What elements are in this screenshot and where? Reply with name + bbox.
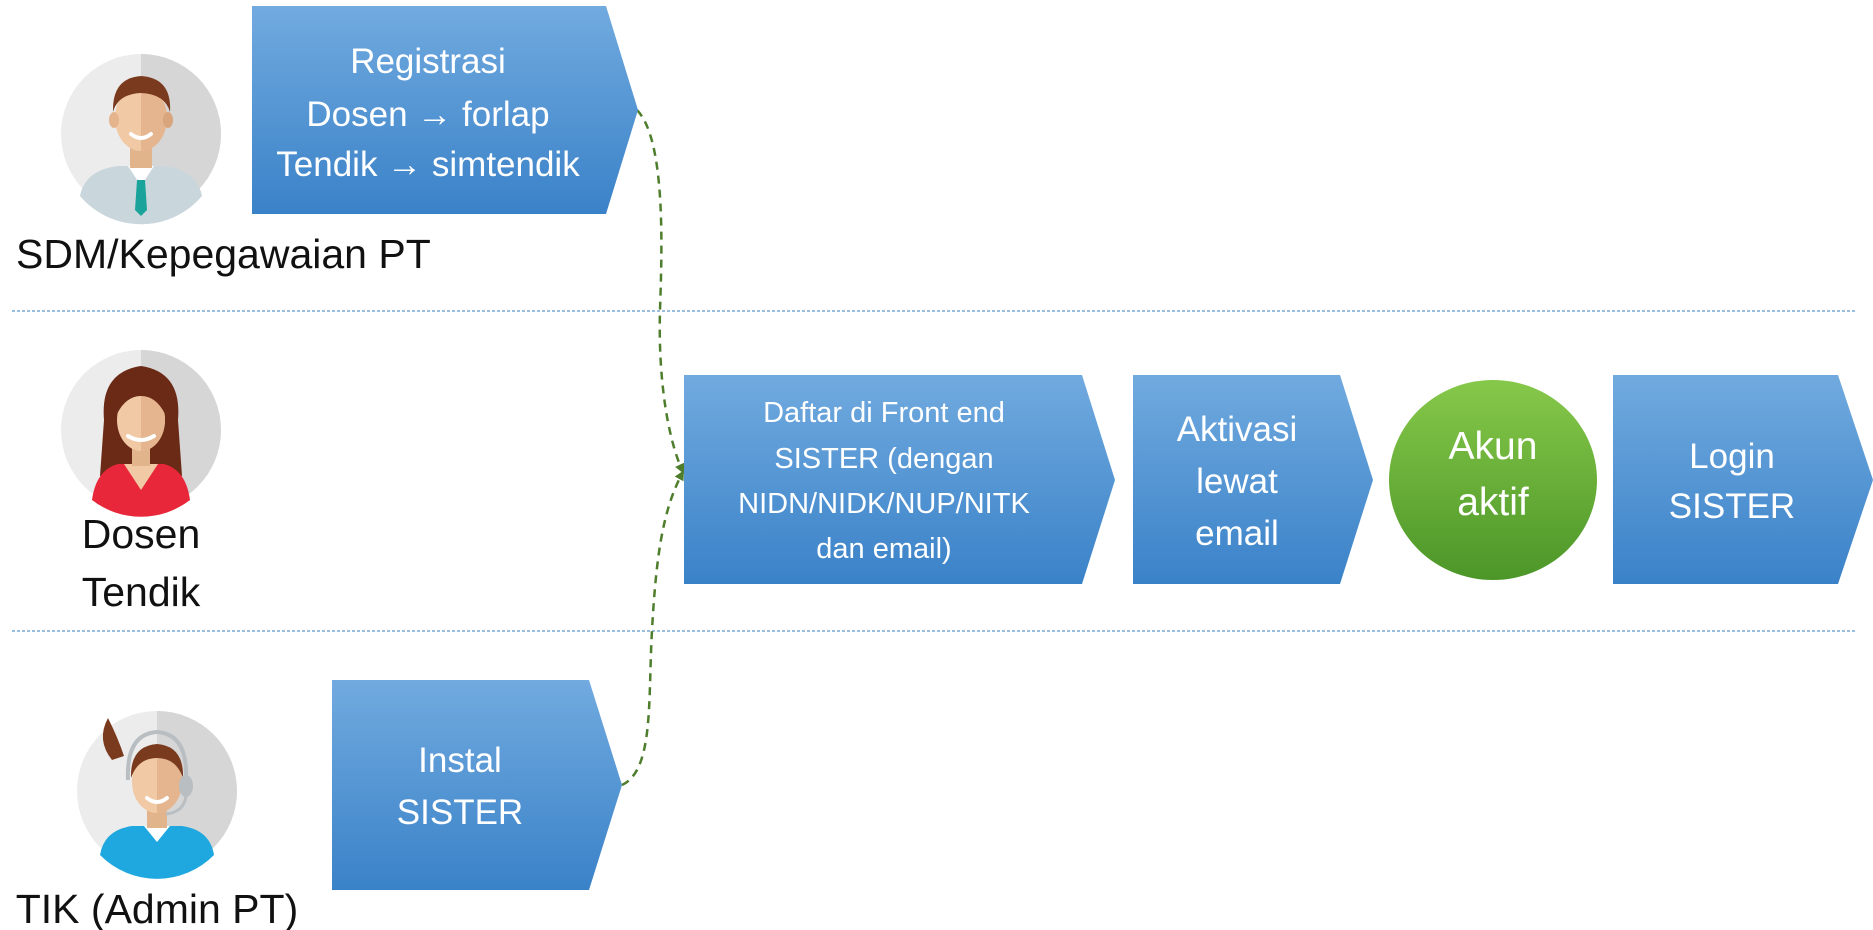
registrasi-line3: Tendik → simtendik [276,145,580,184]
akun-line1: Akun [1449,425,1538,468]
daftar-line4: dan email) [816,533,951,565]
connector-instal-to-daftar [621,470,685,787]
connector-registrasi-to-daftar [636,109,685,474]
step-instal-sister: Instal SISTER [332,680,622,890]
aktivasi-line1: Aktivasi [1177,410,1298,449]
instal-line2: SISTER [397,793,523,832]
login-line2: SISTER [1669,487,1795,526]
daftar-line3: NIDN/NIDK/NUP/NITK [738,488,1030,520]
aktivasi-line3: email [1195,514,1279,553]
daftar-line1: Daftar di Front end [763,397,1005,429]
step-aktivasi-email: Aktivasi lewat email [1133,375,1373,584]
step-daftar-front-end: Daftar di Front end SISTER (dengan NIDN/… [684,375,1115,584]
instal-line1: Instal [418,741,502,780]
registrasi-line2: Dosen → forlap [306,95,549,134]
actor-label-tik: TIK (Admin PT) [16,886,298,930]
actor-label-tendik: Tendik [82,569,201,615]
aktivasi-line2: lewat [1196,462,1278,501]
woman-avatar-icon [61,350,221,517]
support-agent-avatar-icon [77,711,237,879]
actor-label-dosen: Dosen [82,511,201,557]
akun-line2: aktif [1457,481,1529,524]
step-registrasi: Registrasi Dosen → forlap Tendik → simte… [252,6,638,214]
login-line1: Login [1689,437,1775,476]
man-avatar-icon [61,54,221,225]
actor-label-sdm: SDM/Kepegawaian PT [16,231,431,277]
daftar-line2: SISTER (dengan [774,443,993,475]
step-login-sister: Login SISTER [1613,375,1873,584]
step-akun-aktif: Akun aktif [1389,380,1597,580]
registrasi-line1: Registrasi [350,42,506,81]
